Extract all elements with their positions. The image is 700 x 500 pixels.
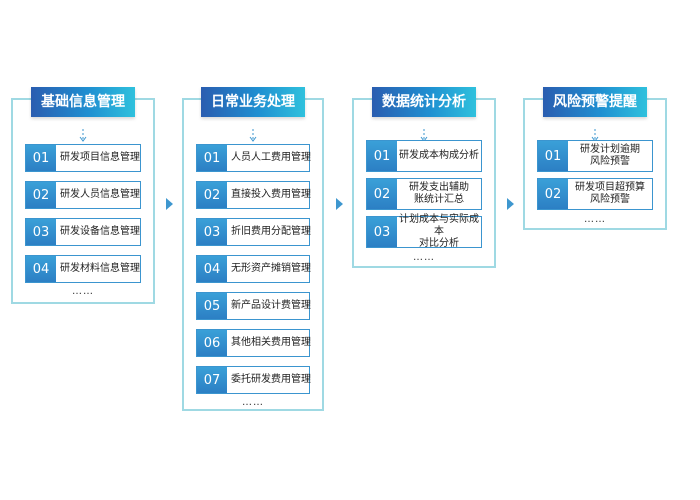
more-ellipsis: …… <box>584 214 606 225</box>
column-title: 日常业务处理 <box>201 87 305 117</box>
item-label: 研发计划逾期 风险预警 <box>580 144 640 167</box>
dashed-down-arrow-icon <box>79 129 87 142</box>
item-label: 委托研发费用管理 <box>231 374 311 385</box>
list-item[interactable]: 01 研发成本构成分析 <box>366 140 482 172</box>
list-item[interactable]: 04 研发材料信息管理 <box>25 255 141 283</box>
list-item[interactable]: 02 直接投入费用管理 <box>196 181 311 209</box>
list-item[interactable]: 03 计划成本与实际成本 对比分析 <box>366 214 482 249</box>
column-daily-business: 日常业务处理 01 人员人工费用管理 02 直接投入费用管理 03 折旧费用分配… <box>182 87 324 411</box>
item-label: 无形资产摊销管理 <box>231 263 311 274</box>
triangle-right-icon <box>507 198 514 210</box>
column-title: 风险预警提醒 <box>543 87 647 117</box>
item-label: 研发人员信息管理 <box>60 189 140 200</box>
more-ellipsis: …… <box>413 252 435 263</box>
item-number: 03 <box>197 219 227 245</box>
item-number: 04 <box>197 256 227 282</box>
list-item[interactable]: 02 研发人员信息管理 <box>25 181 141 209</box>
triangle-right-icon <box>166 198 173 210</box>
list-item[interactable]: 01 研发项目信息管理 <box>25 144 141 172</box>
list-item[interactable]: 06 其他相关费用管理 <box>196 329 311 357</box>
item-label: 计划成本与实际成本 对比分析 <box>399 214 479 249</box>
item-label: 新产品设计费管理 <box>231 300 311 311</box>
item-label: 研发项目信息管理 <box>60 152 140 163</box>
item-number: 02 <box>367 179 397 209</box>
item-number: 02 <box>26 182 56 208</box>
item-label: 研发项目超预算 风险预警 <box>575 182 645 205</box>
item-number: 01 <box>367 141 397 171</box>
list-item[interactable]: 01 研发计划逾期 风险预警 <box>537 140 653 172</box>
item-number: 01 <box>538 141 568 171</box>
dashed-down-arrow-icon <box>249 129 257 142</box>
list-item[interactable]: 05 新产品设计费管理 <box>196 292 311 320</box>
list-item[interactable]: 02 研发支出辅助 账统计汇总 <box>366 178 482 210</box>
column-risk-warning: 风险预警提醒 01 研发计划逾期 风险预警 02 研发项目超预算 风险预警 …… <box>523 87 667 230</box>
item-number: 02 <box>538 179 568 209</box>
item-number: 06 <box>197 330 227 356</box>
item-label: 人员人工费用管理 <box>231 152 311 163</box>
item-label: 研发成本构成分析 <box>399 150 479 161</box>
item-label: 其他相关费用管理 <box>231 337 311 348</box>
list-item[interactable]: 01 人员人工费用管理 <box>196 144 311 172</box>
more-ellipsis: …… <box>242 397 264 408</box>
triangle-right-icon <box>336 198 343 210</box>
column-title: 基础信息管理 <box>31 87 135 117</box>
item-number: 05 <box>197 293 227 319</box>
list-item[interactable]: 03 研发设备信息管理 <box>25 218 141 246</box>
column-title: 数据统计分析 <box>372 87 476 117</box>
item-number: 01 <box>197 145 227 171</box>
list-item[interactable]: 07 委托研发费用管理 <box>196 366 311 394</box>
item-number: 03 <box>367 217 397 247</box>
list-item[interactable]: 03 折旧费用分配管理 <box>196 218 311 246</box>
more-ellipsis: …… <box>72 286 94 297</box>
item-label: 研发材料信息管理 <box>60 263 140 274</box>
item-label: 研发设备信息管理 <box>60 226 140 237</box>
column-data-statistics: 数据统计分析 01 研发成本构成分析 02 研发支出辅助 账统计汇总 03 计划… <box>352 87 496 268</box>
item-number: 03 <box>26 219 56 245</box>
item-number: 07 <box>197 367 227 393</box>
item-label: 研发支出辅助 账统计汇总 <box>409 182 469 205</box>
item-number: 01 <box>26 145 56 171</box>
list-item[interactable]: 04 无形资产摊销管理 <box>196 255 311 283</box>
item-label: 直接投入费用管理 <box>231 189 311 200</box>
list-item[interactable]: 02 研发项目超预算 风险预警 <box>537 178 653 210</box>
column-basic-info: 基础信息管理 01 研发项目信息管理 02 研发人员信息管理 03 研发设备信息… <box>11 87 155 304</box>
item-number: 04 <box>26 256 56 282</box>
item-number: 02 <box>197 182 227 208</box>
item-label: 折旧费用分配管理 <box>231 226 311 237</box>
